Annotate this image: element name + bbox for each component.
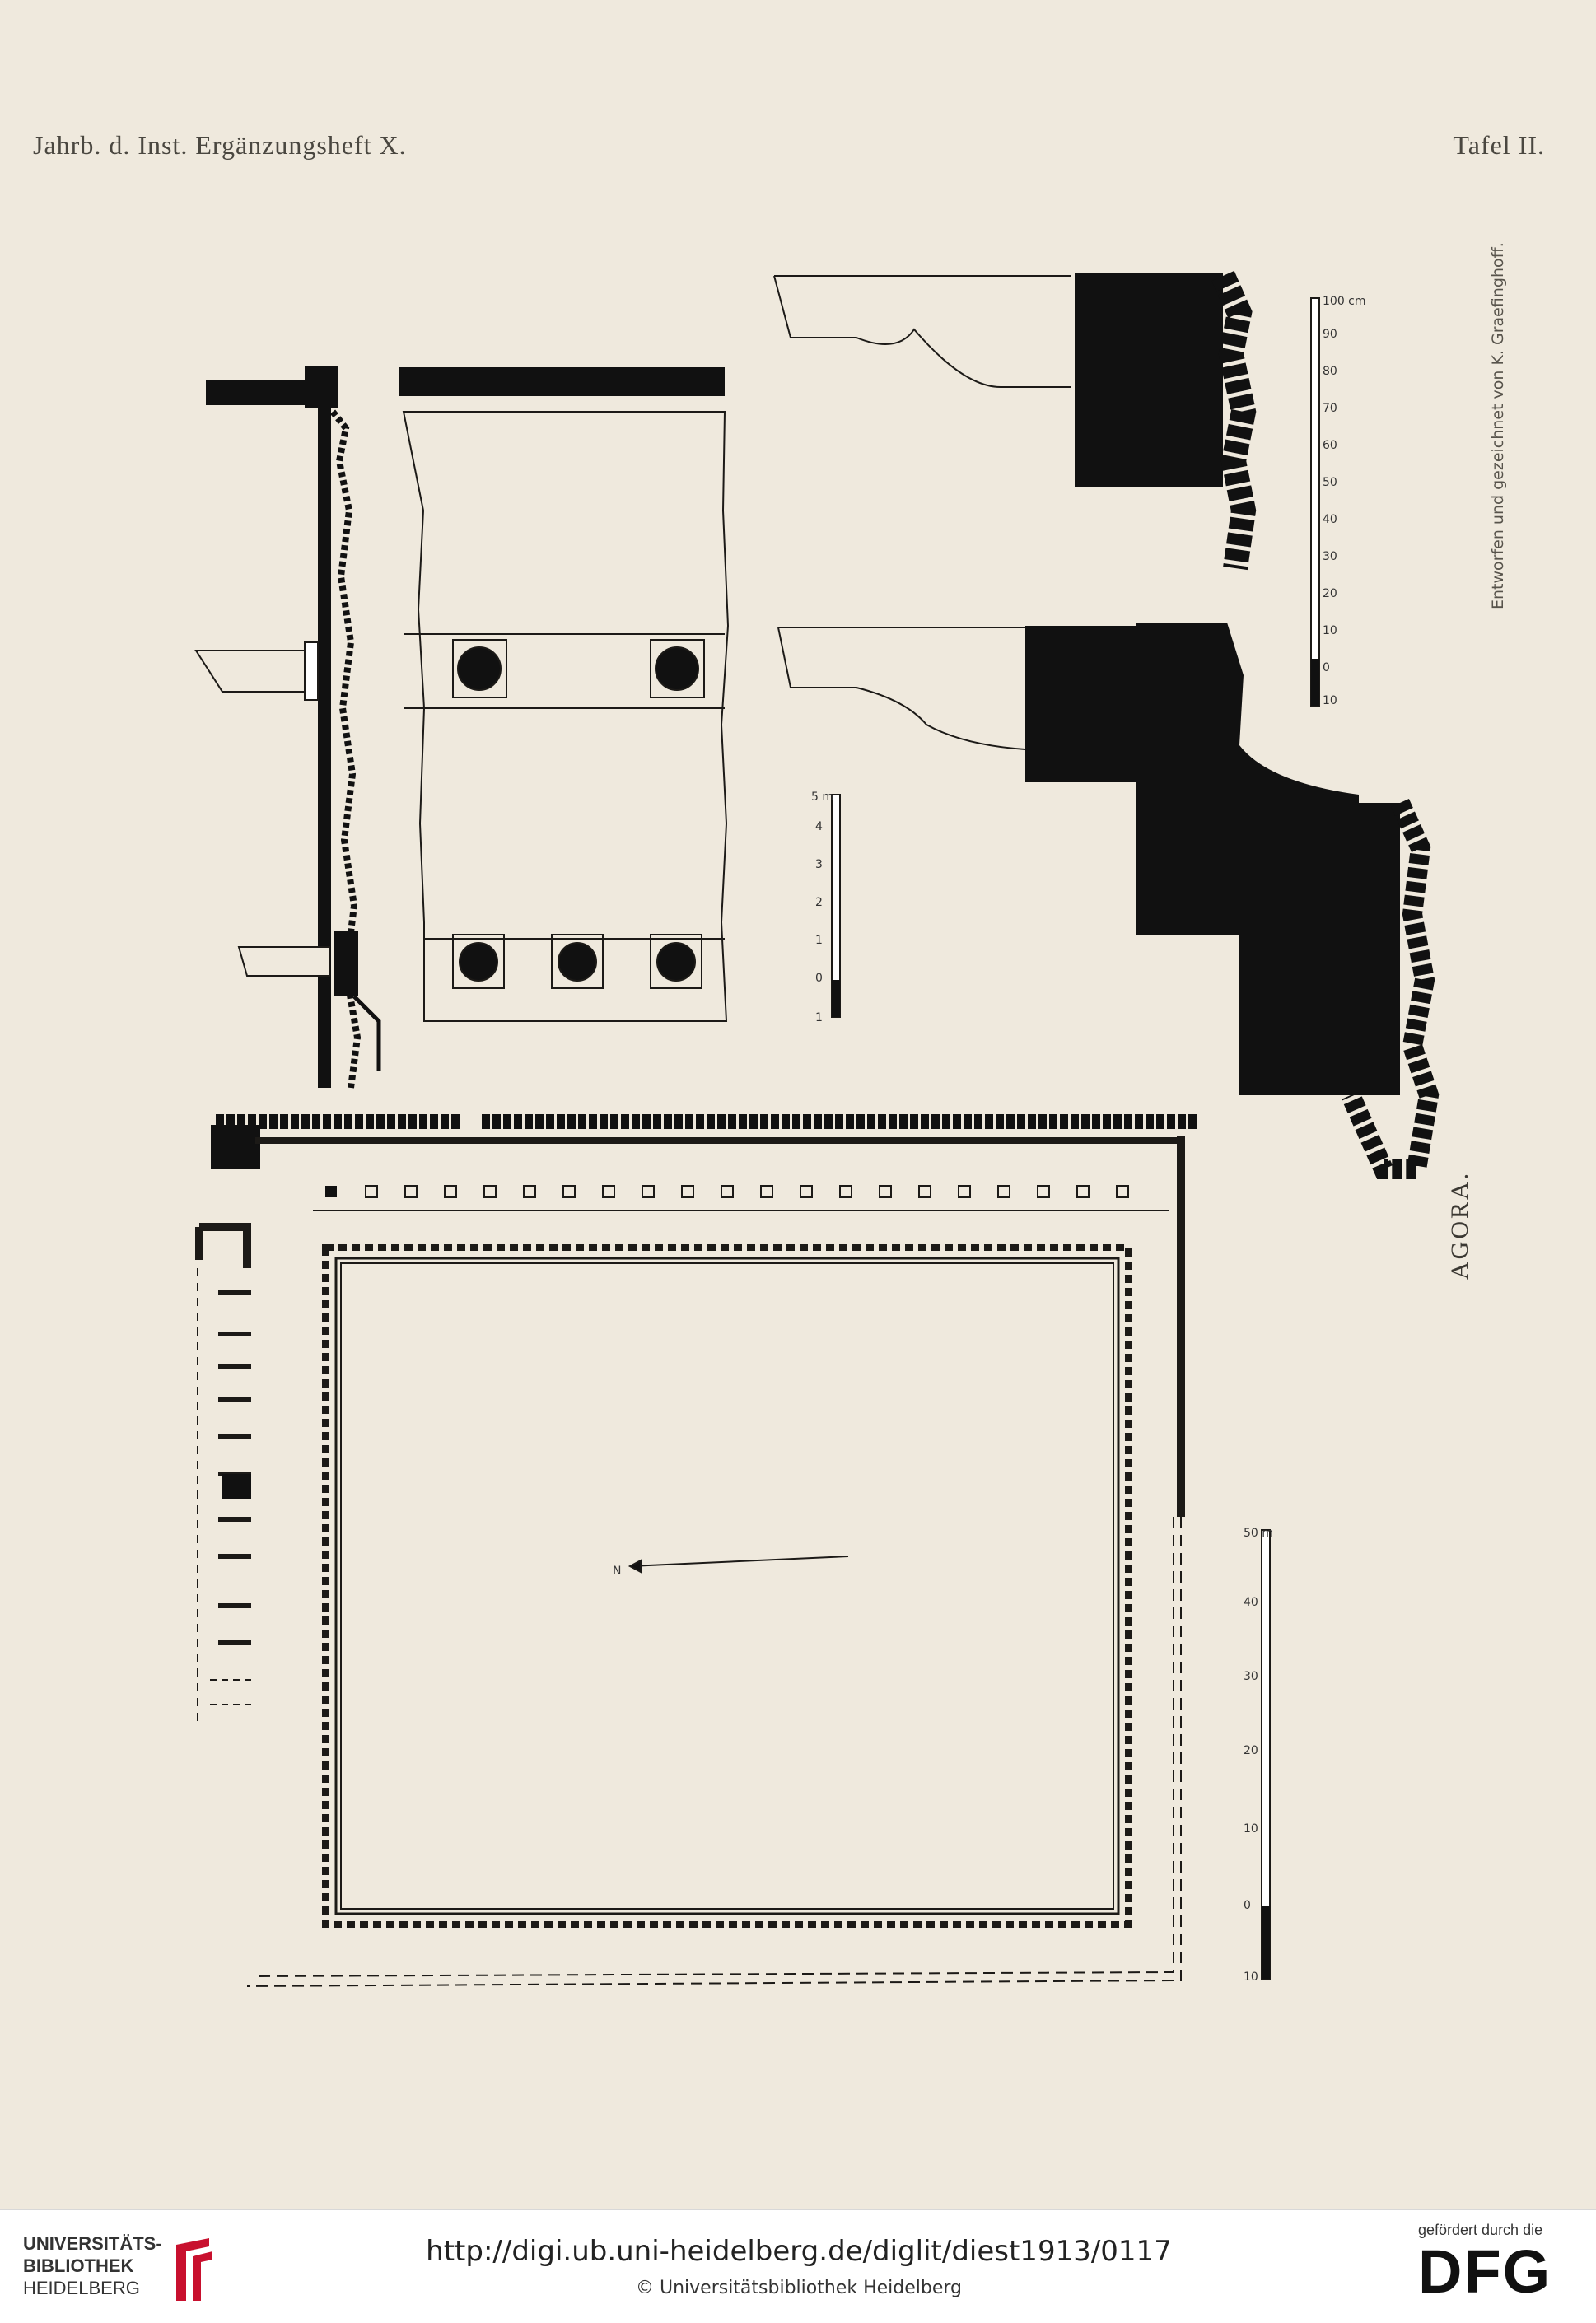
- scale-cm-tick-8: 70: [1323, 402, 1337, 415]
- ub-logo-line1: UNIVERSITÄTS-: [23, 2233, 162, 2254]
- scale-50m-tick-1: 0: [1244, 1899, 1251, 1912]
- scale-cm-tick-1: 0: [1323, 661, 1330, 674]
- scale-cm-tick-0: 10: [1323, 694, 1337, 707]
- scale-5m-tick-5: 4: [815, 820, 823, 833]
- funding-note: gefördert durch die: [1418, 2222, 1543, 2238]
- scale-50m-tick-4: 30: [1244, 1670, 1258, 1683]
- upper-profile: [773, 270, 1257, 571]
- scale-5m-tick-2: 1: [815, 934, 823, 947]
- outer-colonnade: [325, 1185, 1129, 1198]
- copyright-notice: © Universitätsbibliothek Heidelberg: [635, 2278, 962, 2298]
- north-label: N: [613, 1565, 621, 1578]
- ground-plan: [195, 1114, 1198, 1987]
- scale-50m-tick-5: 40: [1244, 1596, 1258, 1609]
- scale-cm-tick-10: 90: [1323, 328, 1337, 341]
- scale-50m-tick-0: 10: [1244, 1971, 1258, 1984]
- shops-left: [195, 1223, 251, 1725]
- ub-heidelberg-logo[interactable]: UNIVERSITÄTS- BIBLIOTHEK HEIDELBERG: [23, 2233, 221, 2307]
- scale-cm-tick-2: 10: [1323, 624, 1337, 637]
- scale-cm-unit: 100 cm: [1323, 295, 1366, 308]
- scale-cm-tick-4: 30: [1323, 550, 1337, 563]
- dfg-logo[interactable]: DFG: [1418, 2237, 1552, 2306]
- ub-logo-icon: [176, 2238, 212, 2301]
- scale-5m-unit: 5 m: [811, 791, 833, 804]
- scale-5m-tick-1: 0: [815, 972, 823, 985]
- front-elevation: [399, 367, 730, 1022]
- permalink-url[interactable]: http://digi.ub.uni-heidelberg.de/diglit/…: [426, 2235, 1172, 2268]
- scale-bar-5m: [831, 794, 841, 1018]
- scale-bar-50m: [1261, 1529, 1271, 1980]
- plate-number: Tafel II.: [1453, 130, 1545, 160]
- lower-profile: [777, 623, 1440, 1179]
- scale-5m-tick-0: 1: [815, 1011, 823, 1024]
- scale-50m-tick-3: 20: [1244, 1744, 1258, 1757]
- ub-logo-line2: BIBLIOTHEK: [23, 2255, 134, 2276]
- scale-5m-tick-3: 2: [815, 896, 823, 909]
- ub-logo-line3: HEIDELBERG: [23, 2278, 140, 2298]
- side-section: [194, 366, 381, 1089]
- running-header: Jahrb. d. Inst. Ergänzungsheft X.: [33, 130, 407, 160]
- scale-50m-unit: 50 m: [1244, 1527, 1273, 1540]
- scale-5m-tick-4: 3: [815, 858, 823, 871]
- scale-bar-cm: [1310, 297, 1320, 707]
- plate-page: Jahrb. d. Inst. Ergänzungsheft X. Tafel …: [0, 0, 1596, 2209]
- scale-cm-tick-7: 60: [1323, 439, 1337, 452]
- scale-cm-tick-3: 20: [1323, 587, 1337, 600]
- scale-50m-tick-2: 10: [1244, 1822, 1258, 1836]
- scale-cm-tick-9: 80: [1323, 365, 1337, 378]
- scale-cm-tick-5: 40: [1323, 513, 1337, 526]
- scale-cm-tick-6: 50: [1323, 476, 1337, 489]
- architectural-drawing: N 100 cm 10 0 10 20 30 40 50 60 70 80 90…: [194, 270, 1440, 1987]
- viewer-footer: UNIVERSITÄTS- BIBLIOTHEK HEIDELBERG http…: [0, 2209, 1596, 2323]
